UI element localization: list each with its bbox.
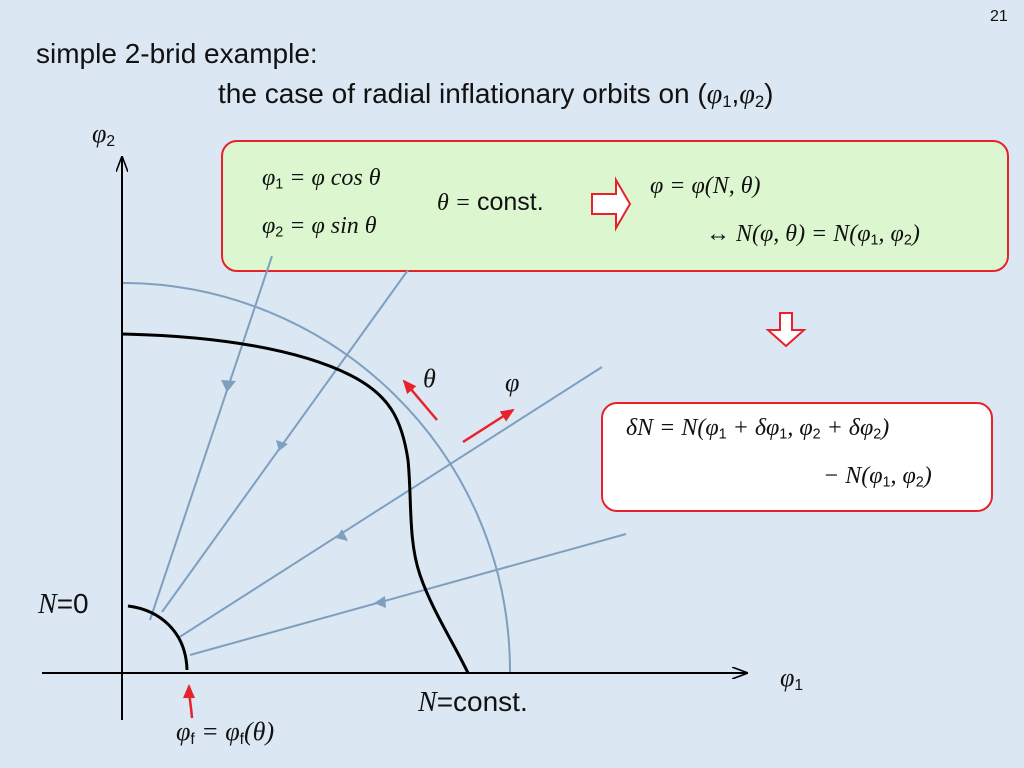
slide-title: simple 2-brid example: [36,38,318,69]
delta-n-line2: − N(φ1, φ2) [823,462,932,491]
orbit-line [161,269,409,613]
subtitle-phi-2: φ [739,79,755,110]
orbit-line [149,255,273,621]
n-zero-label: N=0 [38,588,89,621]
theta-const: θ = const. [437,188,544,217]
n-const-curve [121,332,470,674]
eq1-lhs: φ [262,165,276,191]
n-zero-val: =0 [56,588,89,619]
phi-f-eq: = φ [194,717,240,746]
dn1-sub2b: 2 [873,426,882,443]
orbit-arrowhead [374,596,386,608]
phi-f-arg: (θ) [244,717,275,746]
dn1-sub1: 1 [718,426,727,443]
phi-f-sub: f [190,730,195,748]
eq2-sub: 2 [275,224,284,241]
implies-right-arrow [591,176,632,232]
x-axis-sym: φ [780,663,795,692]
dn1-a: δN = N(φ [626,415,719,441]
eq1-sub: 1 [275,176,284,193]
y-axis-sym: φ [92,119,107,148]
dn2-sub2: 2 [915,474,924,491]
n-const-label: N=const. [418,686,528,719]
orbit-line [177,366,603,639]
x-axis-label: φ1 [780,662,803,695]
subtitle-suffix: ) [764,78,774,109]
phi-f-sub2: f [239,730,245,748]
subtitle-phi: φ [706,79,723,110]
n-const-val: =const. [436,686,528,717]
implies-down-arrow [765,312,807,348]
n-zero-curve [127,604,189,671]
orbit-arrows [221,380,386,608]
dn2-a: − N(φ [823,463,883,489]
n-equiv-a: ↔ N(φ, θ) = N(φ [706,221,871,247]
dn2-b: , φ [890,463,916,489]
equation-phi2: φ2 = φ sin θ [262,212,377,241]
phi-of-n: φ = φ(N, θ) [650,173,761,199]
delta-n-line1: δN = N(φ1 + δφ1, φ2 + δφ2) [626,414,889,443]
phi-direction-arrow [462,408,515,444]
n-equiv-sub2: 2 [903,232,912,249]
phi-f-label: φf = φf(θ) [176,716,274,749]
subtitle-text: the case of radial inflationary orbits o… [218,78,707,109]
theta-direction-arrow [402,379,438,421]
n-equiv-b: , φ [878,221,904,247]
y-axis-sub: 2 [106,132,116,150]
orbit-line [189,533,627,656]
slide-number: 21 [990,8,1008,25]
theta-const-word: const. [476,188,544,216]
slide-subtitle: the case of radial inflationary orbits o… [218,78,774,112]
dn1-e: ) [881,415,890,441]
eq2-rhs: = φ sin θ [283,213,377,239]
dn1-d: + δφ [820,415,874,441]
phi-label: φ [505,368,520,397]
dn1-sub2: 2 [812,426,821,443]
y-axis-label: φ2 [92,118,115,151]
n-zero-sym: N [38,589,57,620]
phi-f-sym: φ [176,717,191,746]
theta-label: θ [423,364,436,393]
dn2-c: ) [923,463,932,489]
theta-const-sym: θ = [437,190,477,216]
eq2-lhs: φ [262,213,276,239]
orbit-arrowhead [276,440,288,451]
n-const-sym: N [418,687,437,718]
dn1-b: + δφ [726,415,780,441]
eq1-rhs: = φ cos θ [283,165,381,191]
orbit-arrowhead [336,529,348,541]
radial-orbits [149,255,627,656]
end-surface-arc [121,282,511,673]
subtitle-sep: , [731,78,740,109]
n-equivalence: ↔ N(φ, θ) = N(φ1, φ2) [706,220,920,249]
delta-n-box [601,402,993,512]
x-axis-sub: 1 [794,676,804,694]
dn2-sub1: 1 [882,474,891,491]
dn1-c: , φ [787,415,813,441]
n-equiv-sub1: 1 [870,232,879,249]
dn1-sub1b: 1 [779,426,788,443]
n-equiv-c: ) [911,221,920,247]
orbit-arrowhead [221,380,236,392]
subtitle-sub1: 1 [722,92,732,112]
equation-phi1: φ1 = φ cos θ [262,164,381,193]
phi-f-pointer [183,684,196,719]
subtitle-sub2: 2 [754,92,765,112]
